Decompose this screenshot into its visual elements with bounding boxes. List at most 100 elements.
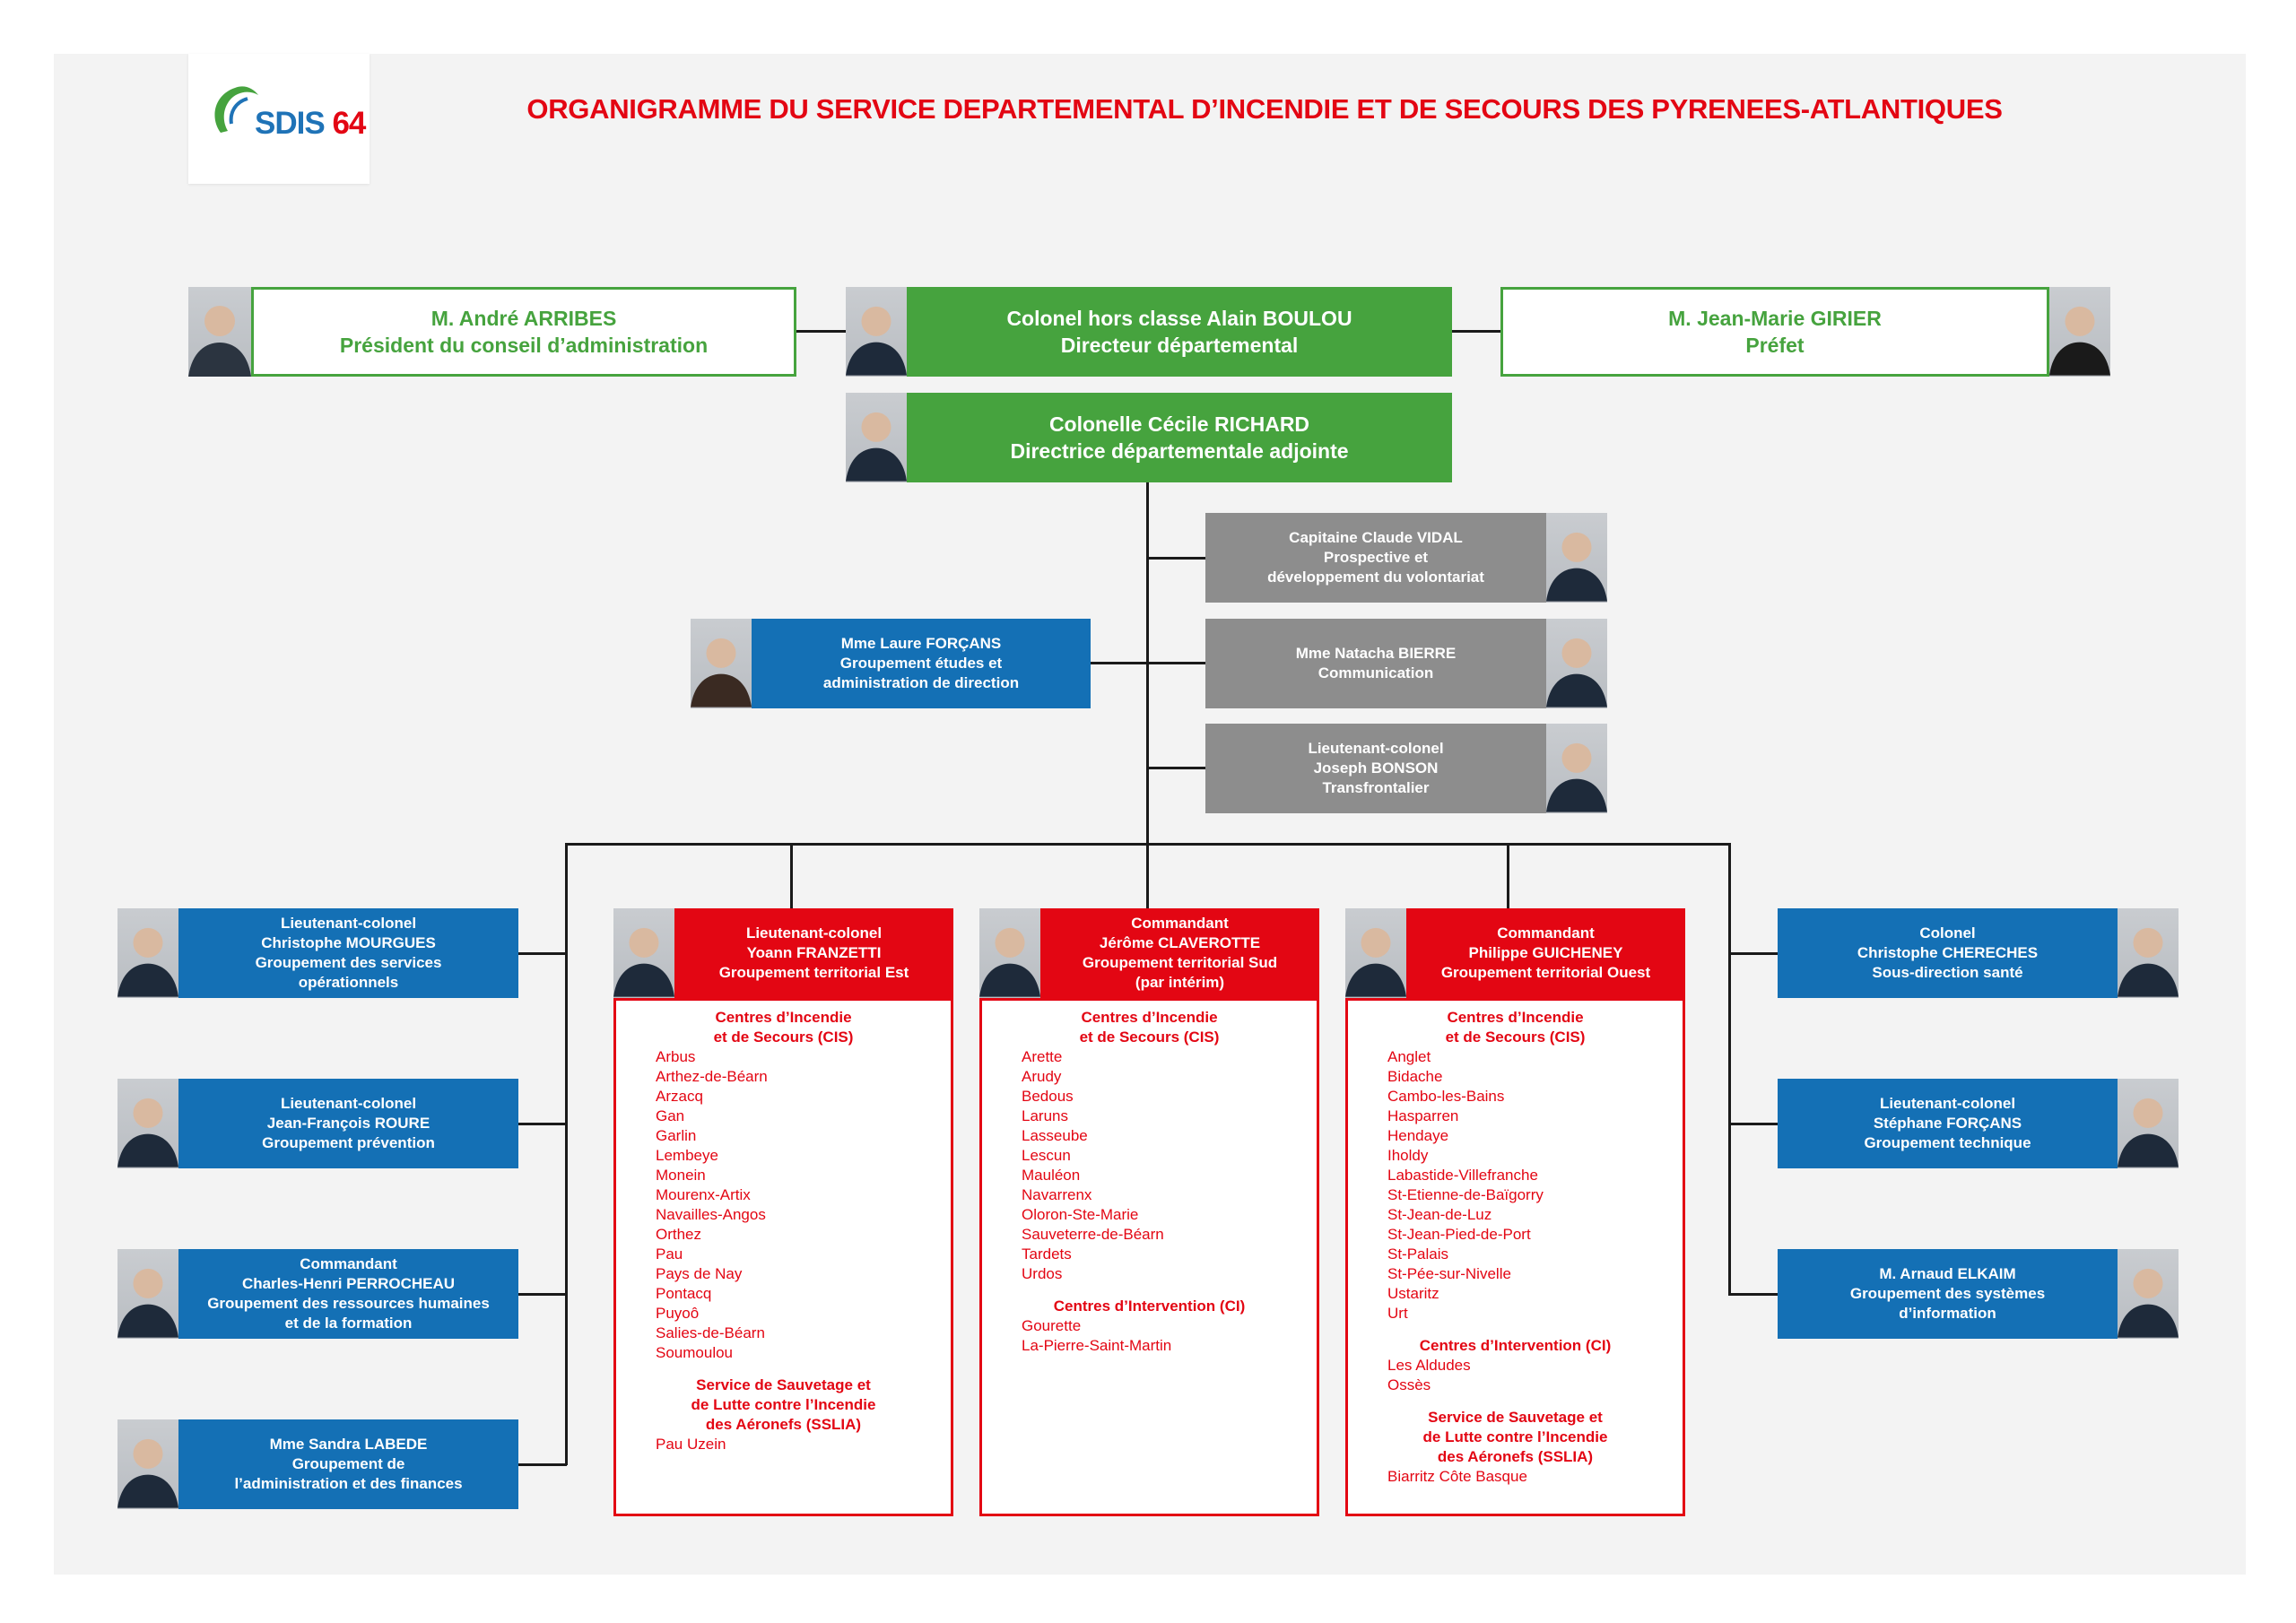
right-group-box: Colonel Christophe CHERECHES Sous-direct… <box>1778 908 2118 998</box>
box-text-line: Lieutenant-colonel <box>1879 1095 2016 1112</box>
connector-est <box>790 843 793 908</box>
portrait-photo <box>117 908 178 998</box>
section-list: Pau Uzein <box>656 1435 951 1454</box>
prefect-role: Préfet <box>1745 334 1805 357</box>
list-item: Oloron-Ste-Marie <box>1022 1206 1139 1223</box>
deputy-name: Colonelle Cécile RICHARD <box>1048 412 1310 436</box>
box-text-line: Commandant <box>1497 924 1595 942</box>
connector-ouest <box>1507 843 1509 908</box>
box-text-line: Groupement des systèmes <box>1849 1285 2046 1302</box>
list-item: Mauléon <box>1022 1167 1081 1184</box>
list-item: Anglet <box>1387 1048 1431 1065</box>
section-heading: Centres d’Intervention (CI) <box>982 1297 1317 1316</box>
portrait-photo <box>2049 287 2110 377</box>
box-text-line: Groupement de <box>291 1455 405 1472</box>
connector-right-2 <box>1729 1123 1778 1125</box>
list-item: Pays de Nay <box>656 1265 743 1282</box>
box-text-line: Communication <box>1318 664 1434 681</box>
list-item: Soumoulou <box>656 1344 734 1361</box>
portrait-photo <box>979 908 1040 998</box>
section-list: Les Aldudes Ossès <box>1387 1356 1683 1395</box>
box-text-line: l’administration et des finances <box>234 1475 463 1492</box>
list-item: Arzacq <box>656 1088 703 1105</box>
box-text-line: Christophe CHERECHES <box>1857 944 2039 961</box>
list-item: Bidache <box>1387 1068 1443 1085</box>
list-item: Lasseube <box>1022 1127 1088 1144</box>
connector-left-vertical <box>565 843 568 1465</box>
president-box: M. André ARRIBES Président du conseil d’… <box>251 287 796 377</box>
box-text-line: administration de direction <box>822 674 1020 691</box>
box-text-line: et de Secours (CIS) <box>713 1028 854 1046</box>
portrait-photo <box>846 393 907 482</box>
box-text-line: Prospective et <box>1323 549 1429 566</box>
list-item: St-Jean-Pied-de-Port <box>1387 1226 1531 1243</box>
box-text-line: Capitaine Claude VIDAL <box>1289 529 1463 546</box>
box-text-line: Lieutenant-colonel <box>1308 740 1444 757</box>
list-item: Iholdy <box>1387 1147 1429 1164</box>
list-item: Hasparren <box>1387 1107 1459 1124</box>
box-text-line: Service de Sauvetage et <box>1428 1409 1603 1426</box>
connector-right-3 <box>1729 1293 1778 1296</box>
left-group-box: Lieutenant-colonel Jean-François ROURE G… <box>178 1079 518 1168</box>
list-item: Lembeye <box>656 1147 718 1164</box>
connector-prefect <box>1449 330 1501 333</box>
list-item: Lescun <box>1022 1147 1071 1164</box>
section-list: Arette Arudy Bedous Laruns Lasseube Lesc… <box>1022 1047 1317 1284</box>
box-text-line: développement du volontariat <box>1267 568 1484 586</box>
box-text-line: Centres d’Incendie <box>1081 1009 1218 1026</box>
box-text-line: de Lutte contre l’Incendie <box>1422 1428 1608 1445</box>
box-text-line: Mme Sandra LABEDE <box>269 1436 428 1453</box>
section-list: Anglet Bidache Cambo-les-Bains Hasparren… <box>1387 1047 1683 1324</box>
list-item: Mourenx-Artix <box>656 1186 751 1203</box>
list-item: Orthez <box>656 1226 702 1243</box>
section-heading: Service de Sauvetage et de Lutte contre l… <box>1348 1408 1683 1467</box>
portrait-photo <box>1546 619 1607 708</box>
connector-left-3 <box>518 1293 567 1296</box>
logo-wordmark: SDIS 64 <box>255 106 366 142</box>
box-text-line: Commandant <box>1131 915 1229 932</box>
connector-laure <box>1091 662 1148 664</box>
box-text-line: Centres d’Intervention (CI) <box>1419 1337 1612 1354</box>
box-text-line: Colonel <box>1919 924 1976 942</box>
portrait-photo <box>2118 1079 2179 1168</box>
connector-vidal <box>1146 557 1205 560</box>
list-item: Arudy <box>1022 1068 1062 1085</box>
section-list: Gourette La-Pierre-Saint-Martin <box>1022 1316 1317 1356</box>
box-text-line: et de Secours (CIS) <box>1445 1028 1586 1046</box>
prefect-box: M. Jean-Marie GIRIER Préfet <box>1500 287 2049 377</box>
list-item: Puyoô <box>656 1305 700 1322</box>
box-text-line: Philippe GUICHENEY <box>1468 944 1623 961</box>
box-text-line: Joseph BONSON <box>1313 759 1439 777</box>
bonson-box: Lieutenant-colonel Joseph BONSON Transfr… <box>1205 724 1546 813</box>
list-item: Pontacq <box>656 1285 712 1302</box>
portrait-photo <box>117 1249 178 1339</box>
portrait-photo <box>691 619 752 708</box>
list-item: Tardets <box>1022 1245 1072 1263</box>
box-text-line: Yoann FRANZETTI <box>746 944 882 961</box>
list-item: Urdos <box>1022 1265 1063 1282</box>
portrait-photo <box>2118 908 2179 998</box>
box-text-line: Charles-Henri PERROCHEAU <box>241 1275 456 1292</box>
list-item: Ossès <box>1387 1376 1431 1393</box>
connector-left-2 <box>518 1123 567 1125</box>
president-name: M. André ARRIBES <box>430 307 617 330</box>
list-item: St-Jean-de-Luz <box>1387 1206 1492 1223</box>
box-text-line: Groupement des ressources humaines <box>207 1295 490 1312</box>
territorial-ouest-header: Commandant Philippe GUICHENEY Groupement… <box>1406 908 1685 998</box>
box-text-line: opérationnels <box>298 974 399 991</box>
box-text-line: Groupement technique <box>1864 1134 2031 1151</box>
box-text-line: Groupement territorial Ouest <box>1440 964 1651 981</box>
connector-bonson <box>1146 767 1205 769</box>
list-item: Les Aldudes <box>1387 1357 1471 1374</box>
list-item: Sauveterre-de-Béarn <box>1022 1226 1164 1243</box>
box-text-line: Groupement des services <box>255 954 442 971</box>
text-span: SDIS <box>255 106 326 141</box>
box-text-line: et de la formation <box>284 1315 413 1332</box>
list-item: Pau Uzein <box>656 1436 726 1453</box>
